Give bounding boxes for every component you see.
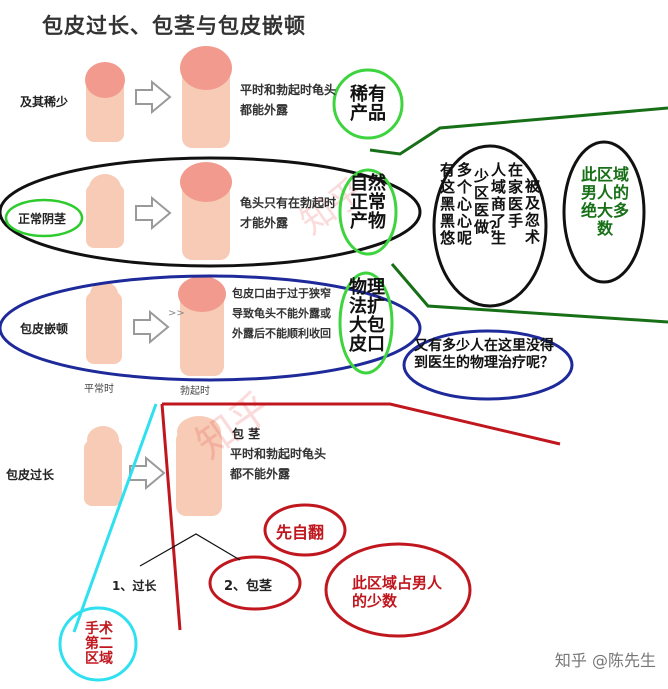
figure-normal-large bbox=[180, 162, 232, 260]
ring-normal-label bbox=[4, 198, 84, 238]
ring-phimosis-branch bbox=[208, 555, 302, 611]
tag-incarceration: 物理法扩大包皮口 bbox=[349, 277, 385, 355]
svg-text:>>: >> bbox=[168, 308, 185, 319]
figure-rare-large bbox=[180, 46, 232, 148]
green-line-upper bbox=[369, 106, 668, 156]
label-overlong: 包皮过长 bbox=[6, 468, 55, 482]
green-line-lower bbox=[390, 263, 668, 324]
figure-phimosis-large bbox=[176, 416, 222, 516]
title-phimosis: 包 茎 bbox=[232, 427, 261, 441]
red-line-top bbox=[162, 402, 561, 446]
desc-phimosis: 平时和勃起时龟头都不能外露 bbox=[230, 447, 327, 481]
arrow-row2 bbox=[135, 195, 172, 231]
label-rare: 及其稀少 bbox=[20, 95, 69, 109]
figure-incarceration-large: >> bbox=[168, 276, 226, 376]
ring-majority bbox=[562, 140, 646, 284]
branch-phimosis: 2、包茎 bbox=[224, 579, 273, 594]
ring-normal-row bbox=[0, 156, 422, 268]
question-col-3: 少区医做？ bbox=[474, 167, 505, 236]
surgery-note: 手术第二区域 bbox=[85, 621, 113, 667]
figure-incarceration-small bbox=[86, 282, 122, 364]
caption-normal-state: 平常时 bbox=[84, 384, 114, 395]
question-col-6: 被及忽术 bbox=[525, 177, 541, 246]
ring-minority bbox=[324, 542, 472, 638]
label-incarceration: 包皮嵌顿 bbox=[20, 322, 69, 336]
question-blue: 又有多少人在这里没得到医生的物理治疗呢？ bbox=[414, 338, 554, 371]
red-line-vertical bbox=[160, 403, 182, 631]
question-black: 有这黑黑悠 多个心心呢 少区医做？ 人域商了生 在家医手 被及忽术 bbox=[440, 162, 548, 282]
figure-normal-small bbox=[86, 174, 124, 248]
question-col-5: 在家医手 bbox=[508, 161, 524, 230]
minority-note: 此区域占男人的少数 bbox=[352, 574, 443, 610]
page-title: 包皮过长、包茎与包皮嵌顿 bbox=[42, 14, 306, 38]
tag-rare: 稀有产品 bbox=[350, 84, 386, 124]
ring-surgery bbox=[58, 606, 138, 682]
branch-lines bbox=[139, 533, 241, 567]
majority-note: 此区域男人的绝大多数 bbox=[580, 165, 629, 238]
desc-rare: 平时和勃起时龟头都能外露 bbox=[240, 83, 337, 117]
ring-self-flip bbox=[263, 503, 347, 557]
tag-normal: 自然正常产物 bbox=[350, 173, 386, 232]
ring-question-black bbox=[432, 144, 548, 308]
arrow-row3 bbox=[133, 309, 170, 345]
label-normal: 正常阴茎 bbox=[18, 212, 67, 226]
ring-normal-tag bbox=[338, 168, 398, 256]
desc-normal: 龟头只有在勃起时才能外露 bbox=[240, 196, 337, 230]
figure-overlong-small bbox=[84, 426, 122, 506]
watermark: 知乎 @陈先生 bbox=[554, 651, 656, 670]
caption-erect-state: 勃起时 bbox=[180, 386, 210, 397]
cyan-line bbox=[72, 403, 158, 633]
desc-incarceration: 包皮口由于过于狭窄导致龟头不能外露或外露后不能顺利收回 bbox=[232, 287, 331, 340]
self-flip-note: 先自翻 bbox=[276, 523, 325, 542]
ring-incarceration-tag bbox=[338, 271, 394, 375]
ring-question-blue bbox=[402, 329, 574, 401]
question-col-4: 人域商了生 bbox=[491, 161, 507, 247]
ring-incarceration-row bbox=[0, 274, 422, 382]
branch-overlong: 1、过长 bbox=[112, 579, 157, 593]
arrow-row1 bbox=[135, 79, 172, 115]
figure-rare-small bbox=[85, 62, 125, 142]
question-col-1: 有这黑黑悠 bbox=[440, 161, 456, 247]
arrow-row4 bbox=[129, 455, 166, 491]
ring-rare-tag bbox=[332, 68, 404, 140]
question-col-2: 多个心心呢 bbox=[457, 161, 473, 247]
